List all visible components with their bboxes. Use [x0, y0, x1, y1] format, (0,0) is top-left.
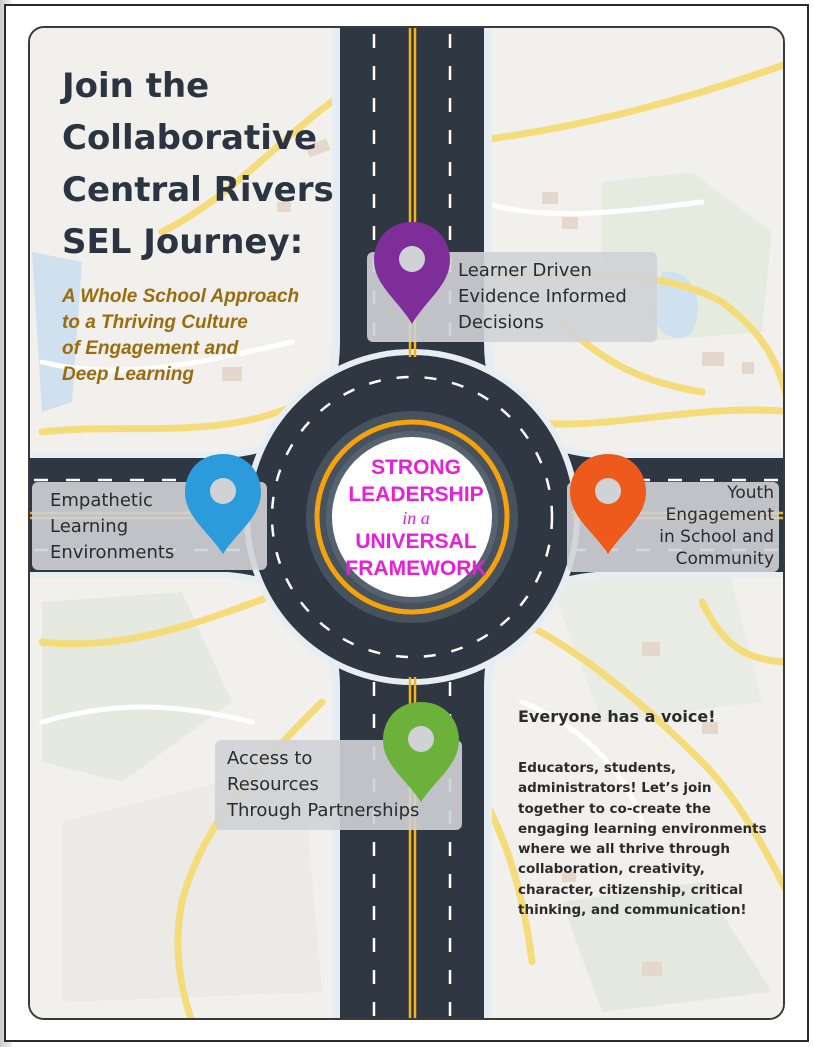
- page-subtitle: A Whole School Approach to a Thriving Cu…: [62, 286, 300, 385]
- roads: [30, 28, 783, 1018]
- text-layer: Join the Collaborative Central Rivers SE…: [30, 28, 783, 1018]
- pin-orange-icon: [570, 454, 646, 554]
- center-leadership-text: STRONG LEADERSHIP in a UNIVERSAL FRAMEWO…: [345, 456, 487, 580]
- pin-purple-icon: [374, 222, 450, 324]
- pin-blue-icon: [185, 454, 261, 554]
- page-title: Join the Collaborative Central Rivers SE…: [62, 66, 334, 262]
- label-empathetic-learning: Empathetic Learning Environments: [50, 490, 175, 563]
- pin-green-icon: [383, 702, 459, 802]
- label-learner-driven: Learner Driven Evidence Informed Decisio…: [458, 260, 627, 333]
- label-access-resources: Access to Resources Through Partnerships: [227, 748, 420, 821]
- voice-body: Educators, students, administrators! Let…: [518, 760, 767, 919]
- roundabout-map: [30, 28, 783, 1018]
- poster-card: Join the Collaborative Central Rivers SE…: [28, 26, 785, 1020]
- label-youth-engagement: Youth Engagement in School and Community: [659, 483, 774, 569]
- voice-heading: Everyone has a voice!: [518, 707, 716, 726]
